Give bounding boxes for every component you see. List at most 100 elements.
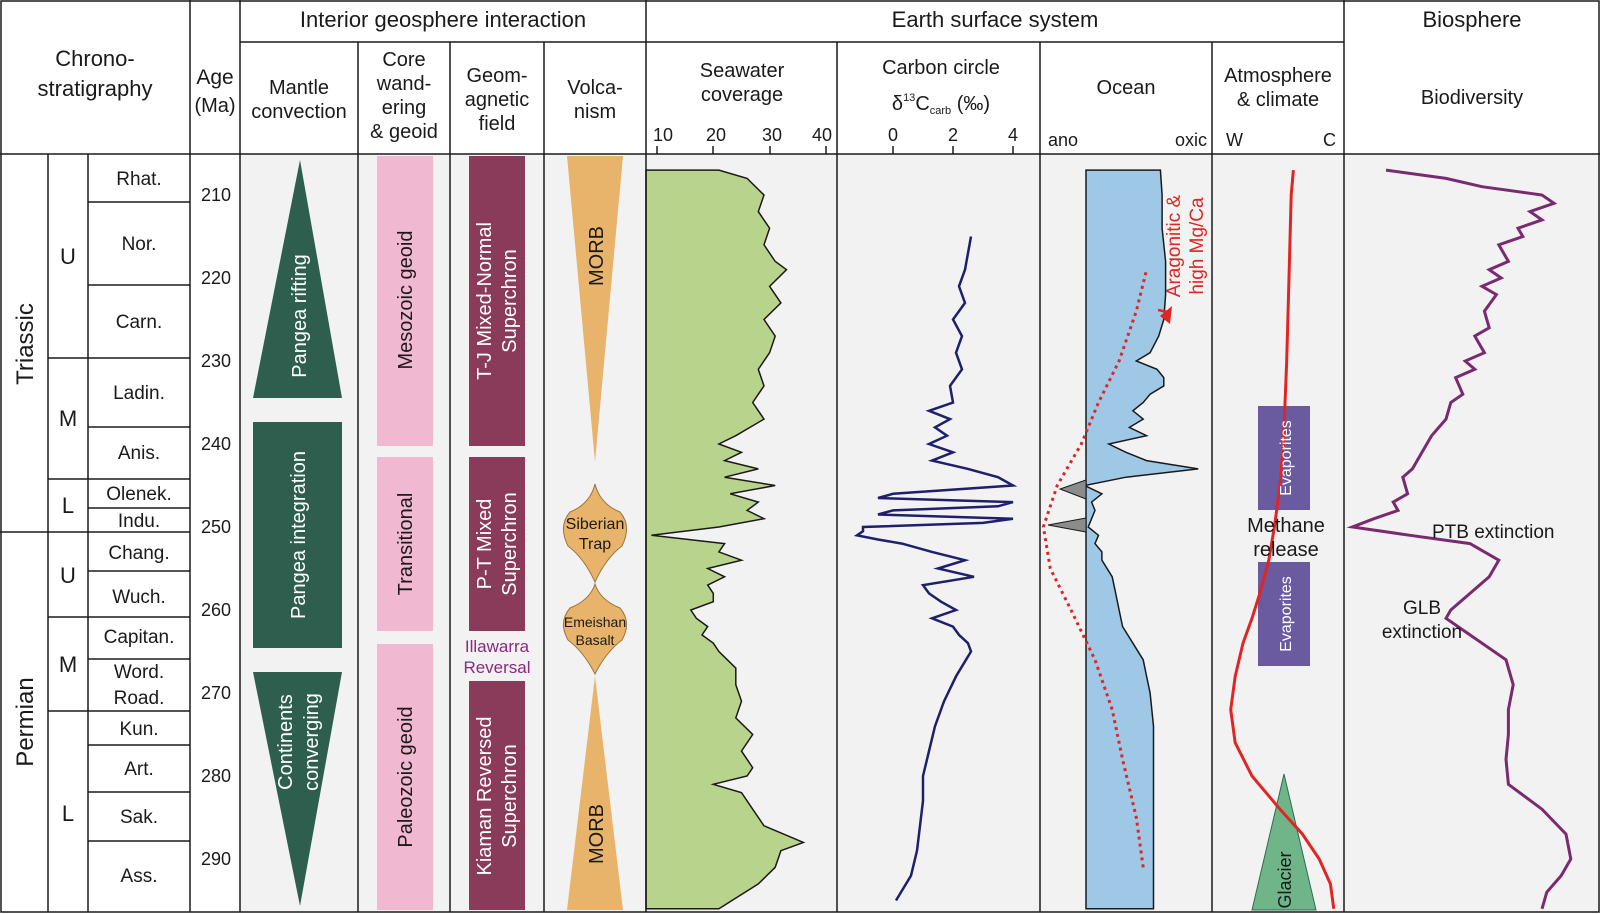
pangea-rifting-shape	[253, 160, 342, 398]
series-middle-permian: M	[59, 652, 77, 677]
mantle-column: Pangea rifting Pangea integration Contin…	[253, 160, 342, 906]
anoxic-event-1	[1058, 479, 1087, 500]
release-label: release	[1253, 539, 1319, 561]
geoid-column: Mesozoic geoid Transitional Paleozoic ge…	[377, 156, 433, 910]
volcanism-column: MORB Siberian Trap Emeishan Basalt MORB	[563, 156, 627, 910]
stage-wuch: Wuch.	[112, 587, 166, 608]
seawater-column	[645, 169, 806, 910]
geomag-header-1: Geom-	[466, 65, 527, 87]
biodiversity-column: PTB extinction GLB extinction	[1346, 168, 1573, 910]
morb-lower-shape	[567, 676, 623, 910]
series-upper-permian: U	[60, 563, 76, 588]
seawater-header-1: Seawater	[700, 60, 785, 82]
pt-label-1: P-T Mixed	[474, 499, 496, 590]
glacier-shape	[1251, 773, 1317, 911]
stage-anis: Anis.	[118, 443, 160, 464]
atmo-tick-w: W	[1226, 130, 1243, 150]
tj-label-2: Superchron	[499, 249, 521, 352]
trap-label: Trap	[579, 536, 611, 553]
carbon-isotope-curve	[853, 236, 1018, 902]
ocean-column: Aragonitic & high Mg/Ca	[1041, 169, 1208, 910]
interior-header: Interior geosphere interaction	[300, 7, 586, 32]
carbon-header: Carbon circle	[882, 57, 1000, 79]
stage-kun: Kun.	[119, 719, 158, 740]
biodiversity-curve	[1346, 168, 1573, 910]
axis-tick-marks	[656, 146, 1014, 154]
isotope-superscript: 13	[903, 92, 915, 104]
continents-converging-shape	[253, 672, 342, 906]
seawater-tick-40: 40	[812, 125, 832, 145]
core-header-4: & geoid	[370, 121, 438, 143]
stage-chang: Chang.	[108, 543, 169, 564]
stage-nor: Nor.	[122, 234, 157, 255]
carb-subscript: carb	[930, 105, 951, 117]
stage-rhat: Rhat.	[116, 169, 161, 190]
kiaman-superchron-box	[469, 681, 525, 910]
carbon-symbol: C	[915, 93, 929, 115]
stage-sak: Sak.	[120, 807, 158, 828]
reversal-label: Reversal	[463, 658, 530, 677]
age-tick-210: 210	[201, 185, 231, 205]
tj-superchron-box	[469, 156, 525, 446]
ptb-extinction-label: PTB extinction	[1432, 522, 1555, 543]
siberian-label: Siberian	[566, 516, 625, 533]
geomag-header-3: field	[479, 113, 516, 135]
seawater-tick-30: 30	[762, 125, 782, 145]
age-tick-290: 290	[201, 849, 231, 869]
series-middle-triassic: M	[59, 406, 77, 431]
series-upper-triassic: U	[60, 244, 76, 269]
morb-lower-label: MORB	[586, 804, 608, 864]
basalt-label: Basalt	[576, 632, 615, 648]
aragonitic-label: Aragonitic &	[1164, 194, 1185, 297]
age-tick-220: 220	[201, 268, 231, 288]
atmosphere-column: Evaporites Methane release Evaporites Gl…	[1229, 169, 1336, 911]
core-header-3: ering	[382, 97, 426, 119]
pt-label-2: Superchron	[499, 492, 521, 595]
emeishan-basalt-shape	[563, 582, 627, 676]
age-tick-250: 250	[201, 517, 231, 537]
pangea-integration-label: Pangea integration	[288, 451, 310, 619]
paleozoic-geoid-label: Paleozoic geoid	[395, 706, 417, 847]
carbon-axis-label: δ13Ccarb (‰)	[892, 92, 990, 117]
series-lower-permian: L	[62, 801, 74, 826]
age-header-1: Age	[196, 66, 233, 89]
evaporites-upper-label: Evaporites	[1278, 420, 1295, 496]
evaporites-lower-box	[1258, 562, 1310, 666]
chrono-labels: Triassic Permian U M L U M L Rhat. Nor. …	[12, 169, 174, 887]
volcanism-header-2: nism	[574, 101, 616, 123]
emeishan-label: Emeishan	[564, 614, 626, 630]
seawater-header-2: coverage	[701, 84, 783, 106]
transitional-label: Transitional	[395, 493, 417, 596]
mesozoic-geoid-box	[377, 156, 433, 446]
tj-label-1: T-J Mixed-Normal	[474, 222, 496, 380]
seawater-tick-10: 10	[653, 125, 673, 145]
biodiversity-header: Biodiversity	[1421, 87, 1523, 109]
carbon-tick-2: 2	[948, 125, 958, 145]
stage-indu: Indu.	[118, 511, 160, 532]
pt-superchron-box	[469, 457, 525, 631]
chrono-header-2: stratigraphy	[38, 76, 153, 101]
illawarra-label: Illawarra	[465, 637, 530, 656]
paleozoic-geoid-box	[377, 644, 433, 910]
glb-label: GLB	[1403, 598, 1441, 619]
ocean-tick-ano: ano	[1048, 130, 1078, 150]
continents-label: Continents	[275, 694, 297, 790]
core-header-2: wand-	[376, 73, 431, 95]
mantle-header-2: convection	[251, 101, 347, 123]
carbon-tick-4: 4	[1008, 125, 1018, 145]
extinction-label: extinction	[1382, 622, 1462, 643]
core-header-1: Core	[382, 49, 425, 71]
stage-capitan: Capitan.	[104, 627, 175, 648]
atmosphere-header-1: Atmosphere	[1224, 65, 1332, 87]
surface-header: Earth surface system	[892, 7, 1099, 32]
chrono-boundaries	[0, 201, 190, 842]
series-lower-triassic: L	[62, 493, 74, 518]
age-ticks: 210 220 230 240 250 260 270 280 290	[201, 185, 231, 869]
siberian-trap-shape	[563, 483, 627, 584]
ocean-oxic-area	[1082, 169, 1199, 910]
atmo-tick-c: C	[1323, 130, 1336, 150]
stage-carn: Carn.	[116, 312, 162, 333]
age-header-2: (Ma)	[194, 95, 235, 117]
climate-curve	[1229, 169, 1336, 910]
morb-upper-label: MORB	[586, 226, 608, 286]
